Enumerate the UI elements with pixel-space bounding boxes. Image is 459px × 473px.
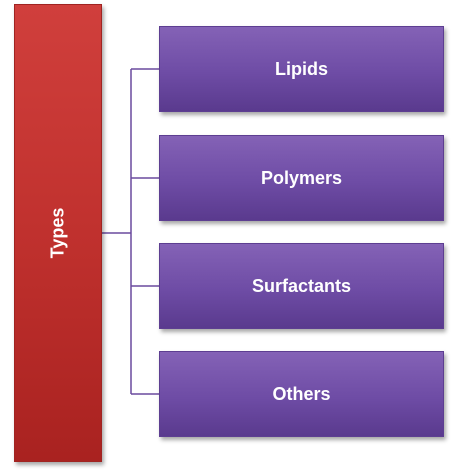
child-node-surfactants: Surfactants — [159, 243, 444, 329]
root-node-types: Types — [14, 4, 102, 462]
child-node-polymers: Polymers — [159, 135, 444, 221]
child-node-lipids: Lipids — [159, 26, 444, 112]
child-node-others: Others — [159, 351, 444, 437]
child-node-label: Others — [272, 383, 331, 404]
child-node-label: Polymers — [260, 167, 343, 188]
child-node-label: Surfactants — [251, 275, 352, 296]
child-node-label: Lipids — [275, 58, 328, 79]
root-node-label: Types — [47, 207, 68, 259]
